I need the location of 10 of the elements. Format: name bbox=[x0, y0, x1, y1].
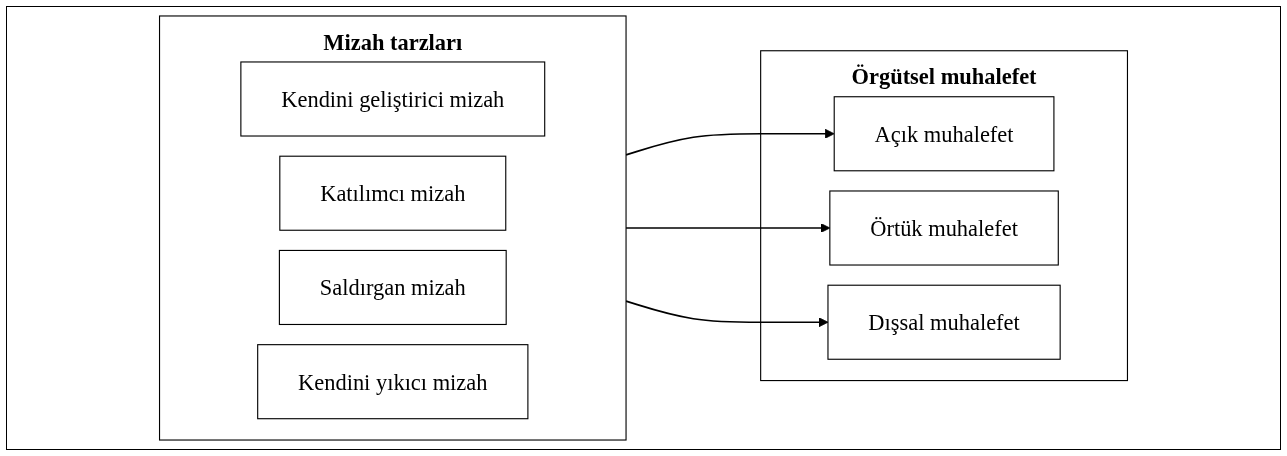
node-box bbox=[278, 249, 507, 326]
node-box bbox=[829, 190, 1059, 266]
cluster bbox=[760, 50, 1128, 382]
node-box bbox=[257, 344, 529, 420]
node-box bbox=[827, 284, 1061, 360]
cluster bbox=[159, 15, 627, 441]
node-box bbox=[833, 96, 1055, 172]
node-box bbox=[240, 61, 546, 137]
diagram-frame: Örgütsel muhalefet Mizah tarzları Kendini geliştirici mizah Katılımcı mizah Saldırgan mizah Kendini yıkıcı mizah Açık muhalefet Örtük muhalefet Dışsal muhalefet bbox=[6, 6, 1281, 450]
node-box bbox=[279, 155, 507, 231]
